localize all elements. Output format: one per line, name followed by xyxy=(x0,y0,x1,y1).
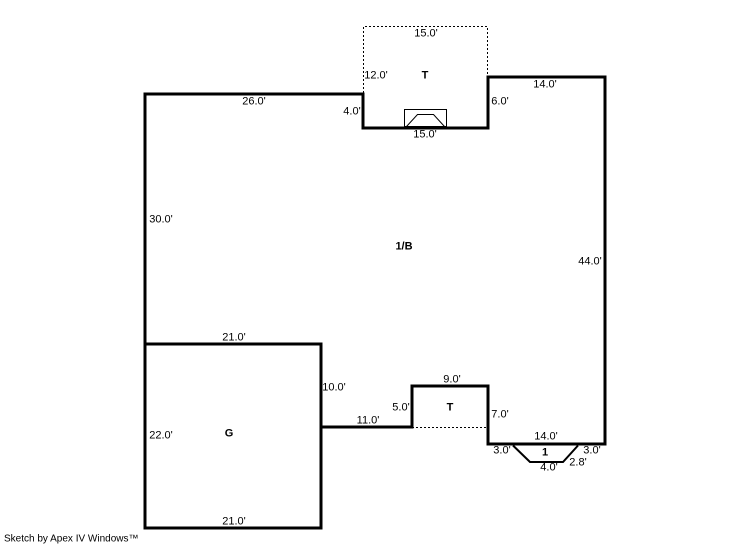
dim-garage-right-upper: 10.0' xyxy=(322,381,346,394)
dim-bottom-right: 14.0' xyxy=(534,430,558,443)
dim-hall-bottom: 11.0' xyxy=(356,414,380,427)
dim-garage-bottom: 21.0' xyxy=(222,515,246,528)
sketch-credit: Sketch by Apex IV Windows™ xyxy=(4,533,139,545)
dim-garage-left: 22.0' xyxy=(149,429,173,442)
dim-bay-left: 3.0' xyxy=(493,444,511,457)
area-label-bay: 1 xyxy=(541,446,549,459)
dim-bay-diagonal: 2.8' xyxy=(569,456,587,469)
dim-bottom-t-right: 7.0' xyxy=(491,408,509,421)
area-label-bottom-t: T xyxy=(446,401,454,414)
dim-top-t-width-top: 15.0' xyxy=(414,27,438,40)
dim-top-t-width-bottom: 15.0' xyxy=(413,128,437,141)
garage-outline xyxy=(143,342,323,530)
bay-window-outline xyxy=(512,444,579,463)
dim-step-left: 4.0' xyxy=(343,105,361,118)
area-label-main: 1/B xyxy=(395,240,413,253)
dim-main-left: 30.0' xyxy=(149,213,173,226)
dim-top-right: 14.0' xyxy=(533,78,557,91)
area-label-top-t: T xyxy=(421,69,429,82)
dim-bottom-t-top: 9.0' xyxy=(443,373,461,386)
dim-bottom-t-left: 5.0' xyxy=(392,401,410,414)
dim-top-t-depth: 12.0' xyxy=(364,69,388,82)
fireplace-icon xyxy=(404,109,447,127)
dim-bay-bottom: 4.0' xyxy=(540,461,558,474)
dim-garage-top: 21.0' xyxy=(222,331,246,344)
dim-main-right: 44.0' xyxy=(578,255,602,268)
top-t-dashed-outline xyxy=(363,26,488,93)
dim-step-right: 6.0' xyxy=(491,95,509,108)
fireplace-firebox-icon xyxy=(406,114,445,127)
dim-bay-right: 3.0' xyxy=(583,444,601,457)
dim-main-top: 26.0' xyxy=(242,95,266,108)
area-label-garage: G xyxy=(224,427,234,440)
